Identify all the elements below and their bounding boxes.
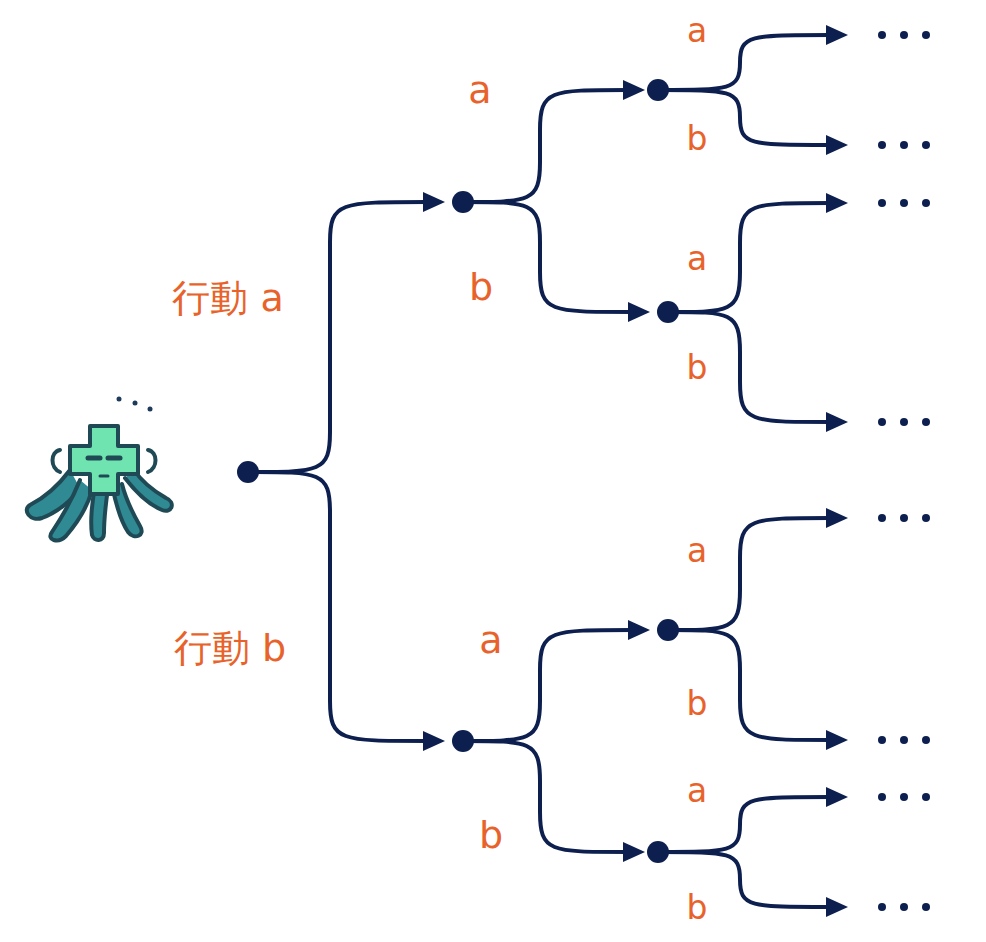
branch-point — [657, 301, 679, 323]
action-label: 行動 b — [174, 629, 286, 667]
arrow-head — [623, 80, 645, 100]
arrow-head — [826, 25, 848, 45]
branch-point — [647, 79, 669, 101]
arrow-head — [628, 620, 650, 640]
ellipsis-dot — [878, 903, 886, 911]
ellipsis-dot — [922, 199, 930, 207]
branch-label: a — [687, 774, 707, 807]
branch-point — [647, 841, 669, 863]
branch-line — [668, 312, 830, 422]
arrow-head — [826, 412, 848, 432]
arrow-head — [623, 842, 645, 862]
branch-point — [452, 191, 474, 213]
ellipsis-dot — [922, 31, 930, 39]
branch-label: a — [687, 14, 707, 47]
branch-line — [463, 202, 632, 312]
branch-line — [668, 518, 830, 630]
ellipsis-dot — [878, 736, 886, 744]
octopus-character — [27, 426, 172, 540]
ellipsis-dot — [922, 418, 930, 426]
branch-label: a — [479, 621, 502, 659]
ellipsis-dot — [900, 736, 908, 744]
arrow-head — [826, 135, 848, 155]
branch-point — [657, 619, 679, 641]
branch-label: a — [687, 534, 707, 567]
ellipsis-dot — [878, 418, 886, 426]
branch-line — [658, 90, 830, 145]
ellipsis-dot — [922, 793, 930, 801]
branch-line — [668, 630, 830, 740]
arrow-head — [423, 192, 445, 212]
branch-label: b — [469, 268, 493, 306]
ellipsis-dot — [900, 514, 908, 522]
thinking-dots — [117, 397, 153, 412]
ellipsis-dot — [878, 141, 886, 149]
ellipsis-dot — [922, 736, 930, 744]
branch-line — [668, 203, 830, 312]
arrow-head — [826, 787, 848, 807]
action-label: 行動 a — [172, 279, 283, 317]
arrow-head — [826, 897, 848, 917]
branch-label: a — [468, 71, 491, 109]
branch-label: b — [687, 351, 708, 384]
ellipsis-dot — [900, 418, 908, 426]
arrow-head — [826, 730, 848, 750]
ellipsis-dot — [878, 31, 886, 39]
branch-line — [658, 35, 830, 90]
arrow-head — [826, 193, 848, 213]
ellipsis-dot — [878, 199, 886, 207]
ellipsis-dot — [900, 903, 908, 911]
ellipsis-dot — [878, 514, 886, 522]
ellipsis-dot — [900, 199, 908, 207]
branch-line — [658, 852, 830, 907]
ellipsis-dot — [922, 514, 930, 522]
branch-label: b — [479, 816, 503, 854]
branch-label: b — [687, 122, 708, 155]
ellipsis-dot — [922, 903, 930, 911]
branch-point — [237, 461, 259, 483]
ellipsis-dot — [922, 141, 930, 149]
ellipsis-dot — [900, 31, 908, 39]
arrow-head — [423, 731, 445, 751]
arrow-head — [826, 508, 848, 528]
branch-line — [248, 472, 427, 741]
branch-label: b — [687, 687, 708, 720]
branch-point — [452, 730, 474, 752]
ellipsis-dot — [878, 793, 886, 801]
branch-label: a — [687, 242, 707, 275]
branch-line — [248, 202, 427, 472]
arrow-head — [628, 302, 650, 322]
branch-label: b — [687, 891, 708, 924]
ellipsis-dot — [900, 793, 908, 801]
ellipsis-dot — [900, 141, 908, 149]
branch-line — [658, 797, 830, 852]
